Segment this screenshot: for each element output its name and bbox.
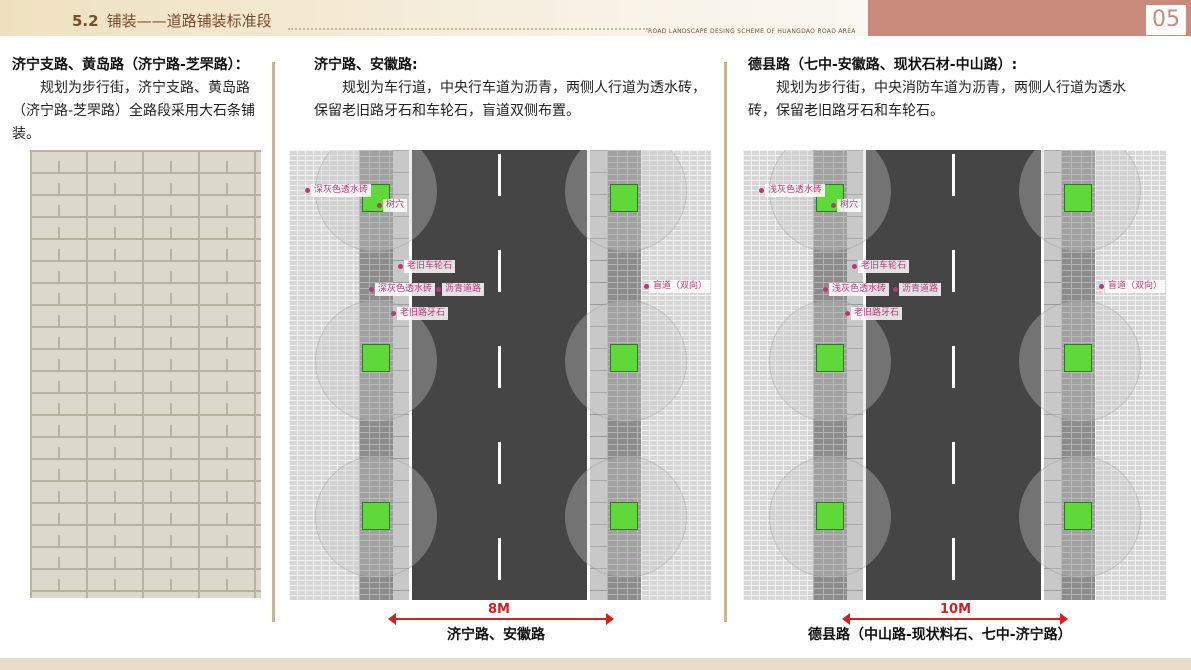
label-tactile-path: 盲道（双向）: [1098, 280, 1166, 293]
header-subtitle: ROAD LANDSCAPE DESING SCHEME OF HUANGDAO…: [648, 28, 856, 35]
label-permeable-brick-inner: 浅灰色透水砖: [822, 283, 890, 296]
label-curbstone: 老旧路牙石: [390, 307, 449, 320]
col1-title: 济宁支路、黄岛路（济宁路-芝罘路）：: [12, 57, 249, 73]
label-permeable-brick-outer: 深灰色透水砖: [304, 184, 372, 197]
center-dash: [498, 154, 501, 196]
tree-pit: [1064, 344, 1092, 372]
label-permeable-brick-outer: 浅灰色透水砖: [758, 184, 826, 197]
label-curbstone: 老旧路牙石: [844, 307, 903, 320]
center-dash: [952, 154, 955, 196]
label-tree-pit: 树穴: [830, 199, 862, 212]
dimension-8m: 8M: [488, 602, 510, 617]
section-heading: 5.2 铺装——道路铺装标准段: [72, 10, 272, 31]
center-dash: [498, 538, 501, 580]
tree-pit: [610, 184, 638, 212]
road-plan-jining: 深灰色透水砖 树穴 老旧车轮石 深灰色透水砖 沥青道路 老旧路牙石 盲道（双向）: [289, 150, 711, 600]
center-dash: [498, 442, 501, 484]
header-dotted-rule: [288, 28, 648, 30]
tree-pit: [362, 502, 390, 530]
col2-title: 济宁路、安徽路:: [314, 57, 418, 73]
header: 5.2 铺装——道路铺装标准段 ROAD LANDSCAPE DESING SCH…: [0, 0, 1191, 40]
col3-title: 德县路（七中-安徽路、现状石材-中山路）:: [748, 57, 1018, 73]
label-wheel-stone: 老旧车轮石: [851, 260, 910, 273]
tree-pit: [362, 344, 390, 372]
header-accent-block: [868, 0, 1191, 36]
col2-caption: 济宁路、安徽路: [447, 627, 545, 643]
dimension-arrow-8m: [388, 613, 614, 625]
section-title: 铺装——道路铺装标准段: [106, 12, 272, 30]
label-tactile-path: 盲道（双向）: [643, 280, 711, 293]
col2-body: 规划为车行道，中央行车道为沥青，两侧人行道为透水砖，保留老旧路牙石和车轮石，盲道…: [314, 80, 706, 119]
center-dash: [952, 346, 955, 388]
header-band: [0, 0, 868, 36]
center-dash: [952, 538, 955, 580]
section-number: 5.2: [72, 12, 99, 30]
center-dash: [498, 250, 501, 292]
tree-pit: [1064, 502, 1092, 530]
tree-pit: [610, 344, 638, 372]
col3-body: 规划为步行街，中央消防车道为沥青，两侧人行道为透水砖，保留老旧路牙石和车轮石。: [748, 80, 1126, 119]
label-asphalt-road: 沥青道路: [435, 283, 485, 296]
tree-pit: [816, 502, 844, 530]
center-dash: [498, 346, 501, 388]
dimension-arrow-10m: [842, 613, 1068, 625]
brick-texture-offset: [30, 161, 261, 598]
label-permeable-brick-inner: 深灰色透水砖: [368, 283, 436, 296]
road-plan-dexian: 浅灰色透水砖 树穴 老旧车轮石 浅灰色透水砖 沥青道路 老旧路牙石 盲道（双向）: [743, 150, 1166, 600]
tree-pit: [1064, 184, 1092, 212]
center-dash: [952, 442, 955, 484]
label-tree-pit: 树穴: [376, 199, 408, 212]
tree-pit: [610, 502, 638, 530]
tree-pit: [816, 344, 844, 372]
column-divider-1: [272, 62, 275, 622]
label-wheel-stone: 老旧车轮石: [397, 260, 456, 273]
label-asphalt-road: 沥青道路: [892, 283, 942, 296]
column-divider-2: [724, 62, 727, 622]
col3-caption: 德县路（中山路-现状料石、七中-济宁路）: [808, 627, 1072, 643]
center-dash: [952, 250, 955, 292]
col1-body: 规划为步行街，济宁支路、黄岛路（济宁路-芝罘路）全路段采用大石条铺装。: [12, 80, 256, 142]
page-number: 05: [1145, 4, 1187, 36]
footer-band: [0, 658, 1191, 670]
dimension-10m: 10M: [940, 602, 972, 617]
